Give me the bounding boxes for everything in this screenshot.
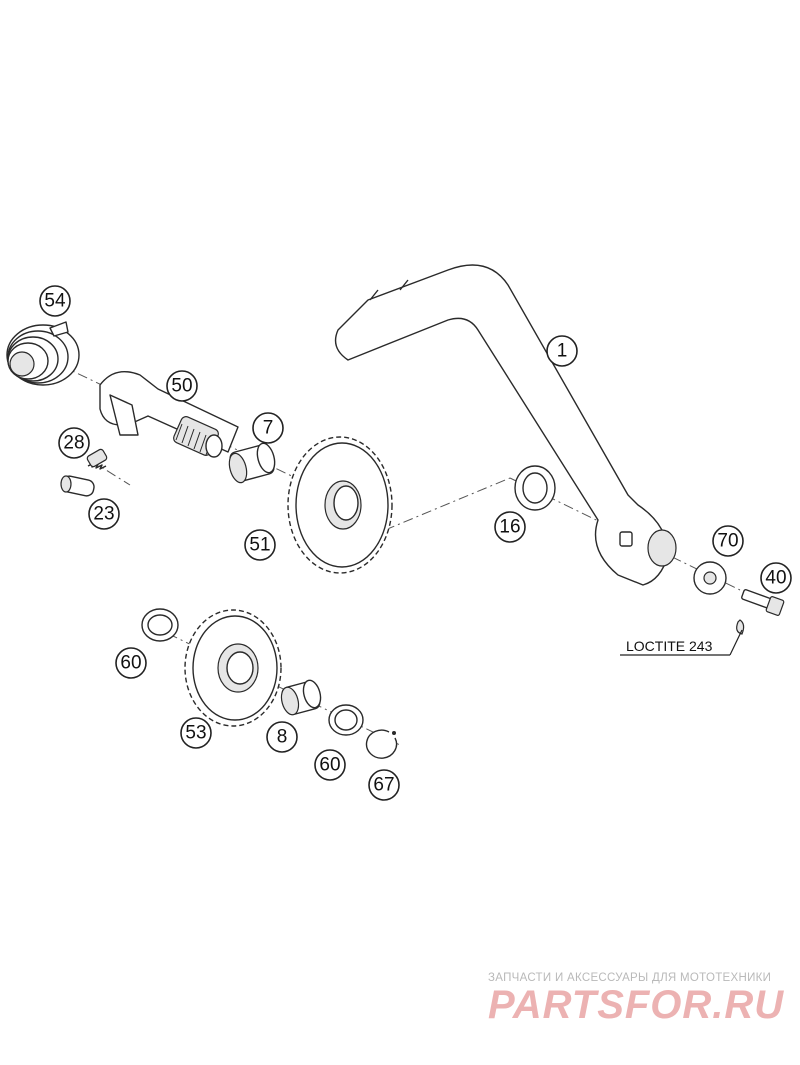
- shim-washer-part-2: [328, 704, 364, 736]
- svg-text:67: 67: [373, 775, 394, 796]
- svg-text:70: 70: [717, 531, 738, 552]
- return-spring-part: [6, 321, 80, 386]
- callout-23: 23: [88, 498, 120, 530]
- callout-67: 67: [368, 769, 400, 801]
- callout-51: 51: [244, 529, 276, 561]
- lever-washer-part: [693, 561, 727, 595]
- svg-text:7: 7: [263, 418, 274, 439]
- svg-text:16: 16: [499, 517, 520, 538]
- svg-text:28: 28: [63, 433, 84, 454]
- callout-60-lower: 60: [314, 749, 346, 781]
- svg-text:8: 8: [277, 727, 288, 748]
- kickstarter-gear-part: [287, 436, 393, 574]
- callout-16: 16: [494, 511, 526, 543]
- svg-text:54: 54: [44, 291, 66, 312]
- idler-bearing-part: [280, 679, 322, 716]
- callout-8: 8: [266, 721, 298, 753]
- callout-60-upper: 60: [115, 647, 147, 679]
- watermark-brand: PARTSFOR.RU: [488, 983, 785, 1027]
- svg-text:50: 50: [171, 376, 192, 397]
- watermark-subtitle: ЗАПЧАСТИ И АКСЕССУАРЫ ДЛЯ МОТОТЕХНИКИ: [488, 972, 772, 984]
- callout-7: 7: [252, 412, 284, 444]
- kickstarter-shaft-part: [99, 371, 239, 458]
- svg-text:40: 40: [765, 568, 786, 589]
- washer-part: [514, 465, 556, 511]
- loctite-leader: [620, 629, 743, 656]
- needle-bearing-part: [228, 442, 276, 484]
- shim-washer-part-1: [141, 608, 179, 642]
- circlip-part: [365, 729, 398, 759]
- callout-50: 50: [166, 370, 198, 402]
- loctite-note: LOCTITE 243: [626, 638, 713, 654]
- callout-53: 53: [180, 717, 212, 749]
- svg-text:23: 23: [93, 504, 114, 525]
- svg-text:60: 60: [120, 653, 141, 674]
- svg-text:53: 53: [185, 723, 206, 744]
- small-spring-part: [86, 448, 108, 470]
- callout-40: 40: [760, 562, 792, 594]
- callout-70: 70: [712, 525, 744, 557]
- pin-part: [60, 475, 95, 497]
- svg-text:1: 1: [557, 341, 568, 362]
- idler-gear-part: [184, 609, 282, 727]
- bolt-part: [736, 589, 785, 635]
- svg-text:60: 60: [319, 755, 340, 776]
- callout-28: 28: [58, 427, 90, 459]
- kickstarter-lever-part: [334, 264, 677, 586]
- callout-1: 1: [546, 335, 578, 367]
- callout-54: 54: [39, 285, 71, 317]
- svg-text:51: 51: [249, 535, 270, 556]
